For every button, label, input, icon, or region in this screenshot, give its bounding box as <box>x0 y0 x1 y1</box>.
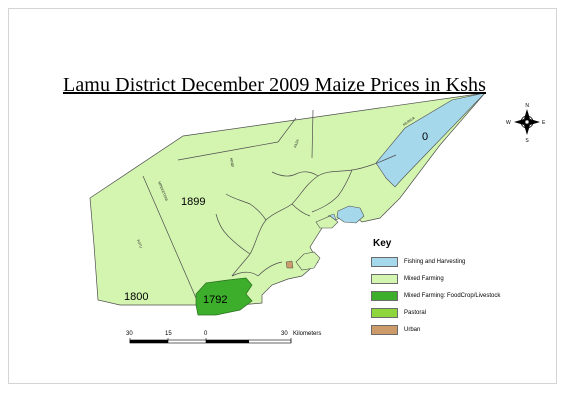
legend-title: Key <box>373 238 392 249</box>
compass-w: W <box>506 120 511 126</box>
division-label-witu: WITU <box>136 239 143 249</box>
legend: Key Fishing and Harvesting Mixed Farming… <box>371 238 557 340</box>
division-label-kiunga: KIUNGA <box>402 115 416 126</box>
compass-e: E <box>542 120 546 126</box>
legend-item-foodcrop-livestock: Mixed Farming: FoodCrop/Livestock <box>371 289 557 303</box>
price-label-mixed-southwest: 1800 <box>124 291 148 303</box>
legend-item-fishing: Fishing and Harvesting <box>371 255 557 269</box>
region-island-mixed-2 <box>295 251 321 271</box>
scale-bar: 30 15 0 30 Kilometers <box>126 331 321 344</box>
division-boundaries <box>142 109 314 299</box>
region-island-mixed-1 <box>315 215 339 229</box>
legend-item-pastoral: Pastoral <box>371 306 557 320</box>
north-arrow-icon: N S E W <box>506 103 546 144</box>
legend-label-mixed-farming: Mixed Farming <box>404 276 444 282</box>
price-label-mixed-central: 1899 <box>181 196 205 208</box>
scale-unit: Kilometers <box>293 331 321 337</box>
legend-label-urban: Urban <box>404 327 421 333</box>
region-fishing-island-1 <box>336 205 365 224</box>
region-fishing-east <box>375 92 486 188</box>
legend-swatch-urban <box>371 325 398 335</box>
division-label-mpeketoni: MPEKETONI <box>157 181 168 202</box>
legend-swatch-foodcrop-livestock <box>371 291 398 301</box>
division-label-hindi: HINDI <box>229 157 235 167</box>
compass-s: S <box>525 138 529 144</box>
division-label-faza: FAZA <box>293 138 300 148</box>
legend-swatch-pastoral <box>371 308 398 318</box>
price-label-foodcrop-south: 1792 <box>203 294 227 306</box>
map-frame <box>8 8 557 384</box>
region-mixed-farming <box>89 92 486 306</box>
map-title: Lamu District December 2009 Maize Prices… <box>63 74 487 96</box>
creek-lines <box>215 154 397 277</box>
legend-label-foodcrop-livestock: Mixed Farming: FoodCrop/Livestock <box>404 293 501 299</box>
compass-n: N <box>525 103 529 109</box>
legend-label-fishing: Fishing and Harvesting <box>404 259 466 265</box>
legend-swatch-fishing <box>371 257 398 267</box>
scale-tick-2: 15 <box>165 331 172 337</box>
region-foodcrop-livestock <box>195 277 253 316</box>
scale-tick-1: 30 <box>126 331 133 337</box>
legend-item-mixed-farming: Mixed Farming <box>371 272 557 286</box>
price-label-fishing-east: 0 <box>422 131 428 143</box>
legend-item-urban: Urban <box>371 323 557 337</box>
scale-tick-4: 30 <box>281 331 288 337</box>
region-urban <box>285 260 294 269</box>
scale-tick-3: 0 <box>204 331 208 337</box>
legend-label-pastoral: Pastoral <box>404 310 427 316</box>
legend-swatch-mixed-farming <box>371 274 398 284</box>
